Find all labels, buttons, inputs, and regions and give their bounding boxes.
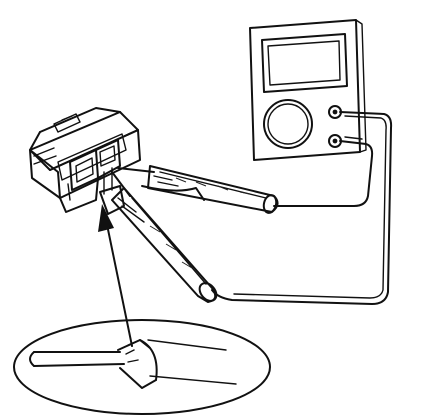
probe-tip-detail-icon <box>13 319 271 415</box>
test-probe-icon-lower <box>111 171 218 303</box>
test-probe-icon <box>117 165 279 214</box>
multimeter-icon <box>249 19 367 161</box>
test-lead-wires <box>211 111 393 305</box>
connector-icon <box>29 107 141 215</box>
leader-arrow <box>98 204 133 347</box>
